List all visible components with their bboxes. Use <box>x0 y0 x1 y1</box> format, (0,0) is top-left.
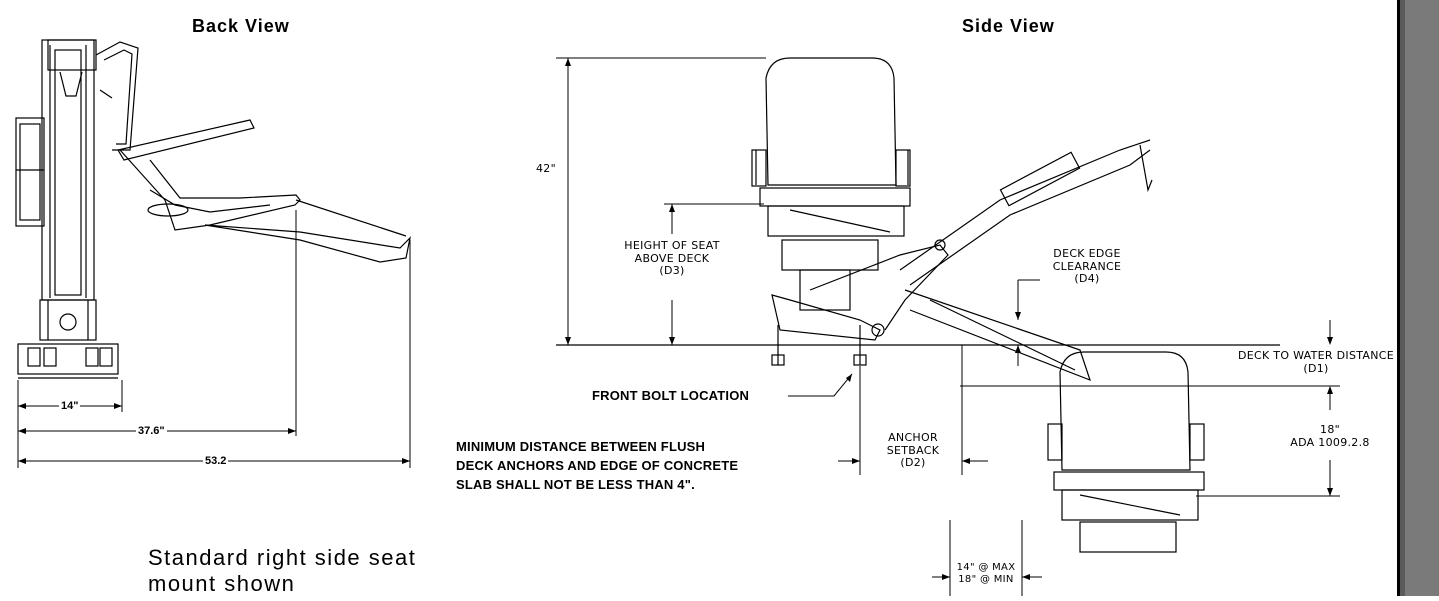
anchor-distance-note: MINIMUM DISTANCE BETWEEN FLUSH DECK ANCH… <box>456 439 739 492</box>
dim-total-width: 53.2 <box>203 455 229 468</box>
label-d4: DECK EDGE CLEARANCE (D4) <box>1052 247 1122 286</box>
dim-overall-height: 42" <box>536 162 556 175</box>
side-view-title: Side View <box>962 16 1055 36</box>
right-edge-bar <box>1397 0 1439 596</box>
dim-base-width: 14" <box>59 400 81 413</box>
label-d1-value: 18" ADA 1009.2.8 <box>1290 423 1370 449</box>
dim-mid-width: 37.6" <box>136 425 167 438</box>
side-view-drawing <box>556 57 1340 596</box>
reach-label: 14" @ MAX 18" @ MIN <box>956 562 1016 585</box>
label-d1: DECK TO WATER DISTANCE (D1) <box>1238 349 1394 375</box>
back-view-title: Back View <box>192 16 290 36</box>
label-d2: ANCHOR SETBACK (D2) <box>886 431 940 470</box>
mount-caption: Standard right side seat mount shown <box>148 545 417 596</box>
label-d3: HEIGHT OF SEAT ABOVE DECK (D3) <box>624 239 720 278</box>
front-bolt-label: FRONT BOLT LOCATION <box>592 388 750 403</box>
